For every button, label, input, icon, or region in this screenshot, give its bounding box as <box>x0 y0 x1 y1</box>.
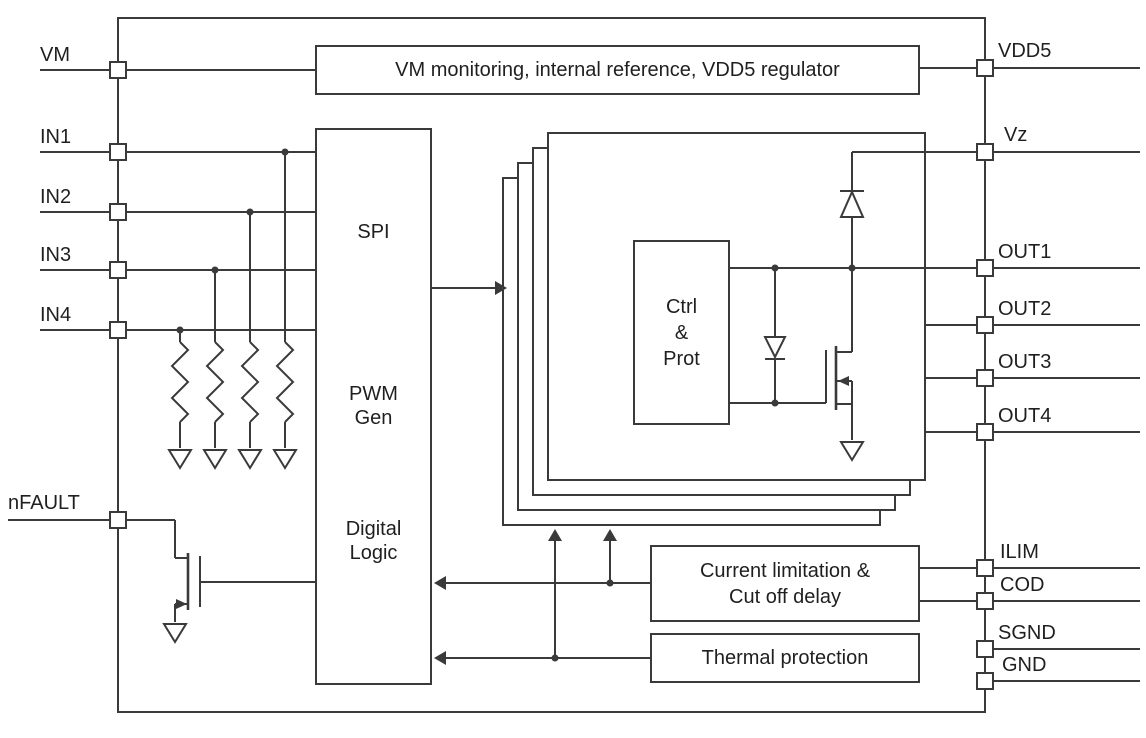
spi-to-bridge-arrow <box>432 281 507 295</box>
pin-label-in4: IN4 <box>40 304 72 326</box>
resistor-icon <box>240 341 260 423</box>
thermal-feedback <box>434 529 650 665</box>
pin-label-in1: IN1 <box>40 126 72 148</box>
block-spi-pwm-logic: SPI PWM Gen Digital Logic <box>315 128 432 685</box>
pin-label-in2: IN2 <box>40 186 72 208</box>
pin-pad-in1 <box>109 143 127 161</box>
digital-label-line2: Logic <box>349 542 398 564</box>
pin-label-cod: COD <box>1000 574 1045 596</box>
current-limit-label-line2: Cut off delay <box>729 585 841 608</box>
pin-label-vm: VM <box>40 44 70 66</box>
pwm-label-line1: PWM <box>349 383 398 405</box>
pin-pad-gnd <box>976 672 994 690</box>
pin-pad-out1 <box>976 259 994 277</box>
pin-pad-vm <box>109 61 127 79</box>
pwm-label-line2: Gen <box>354 407 393 429</box>
ground-icon <box>272 449 298 470</box>
gate-zener-icon <box>763 268 787 403</box>
block-current-limitation: Current limitation & Cut off delay <box>650 545 920 622</box>
pin-pad-vz <box>976 143 994 161</box>
ctrl-label-line3: Prot <box>663 347 700 370</box>
ground-icon <box>202 449 228 470</box>
pin-pad-vdd5 <box>976 59 994 77</box>
pin-pad-in3 <box>109 261 127 279</box>
ctrl-label-line1: Ctrl <box>665 295 698 318</box>
pin-pad-in4 <box>109 321 127 339</box>
pin-label-out4: OUT4 <box>998 405 1052 427</box>
pin-pad-out4 <box>976 423 994 441</box>
resistor-icon <box>170 341 190 423</box>
pin-pad-nfault <box>109 511 127 529</box>
block-ctrl-prot: Ctrl & Prot <box>633 240 730 425</box>
pin-pads <box>109 59 994 690</box>
pin-pad-out3 <box>976 369 994 387</box>
pin-label-in3: IN3 <box>40 244 72 266</box>
digital-label-line1: Digital <box>345 518 402 540</box>
pin-pad-sgnd <box>976 640 994 658</box>
pin-label-ilim: ILIM <box>1000 541 1039 563</box>
ground-icon <box>162 623 188 644</box>
pin-label-sgnd: SGND <box>998 622 1056 644</box>
ic-boundary <box>117 17 986 713</box>
pulldown-resistors <box>167 152 298 470</box>
current-limit-feedback <box>434 529 650 590</box>
resistor-icon <box>205 341 225 423</box>
ground-icon <box>839 441 865 462</box>
vm-monitoring-label: VM monitoring, internal reference, VDD5 … <box>395 59 840 81</box>
ground-icon <box>167 449 193 470</box>
pin-label-vz: Vz <box>1004 124 1028 146</box>
block-thermal-protection: Thermal protection <box>650 633 920 683</box>
pin-pad-out2 <box>976 316 994 334</box>
pin-label-vdd5: VDD5 <box>998 40 1052 62</box>
block-vm-monitoring: VM monitoring, internal reference, VDD5 … <box>315 45 920 95</box>
junction-dots <box>176 148 856 662</box>
ctrl-label-line2: & <box>674 321 689 344</box>
pin-label-out1: OUT1 <box>998 241 1052 263</box>
pin-pad-in2 <box>109 203 127 221</box>
resistor-icon <box>275 341 295 423</box>
pin-label-nfault: nFAULT <box>8 492 80 514</box>
nfault-mosfet-icon <box>162 520 315 644</box>
current-limit-label-line1: Current limitation & <box>699 559 871 582</box>
vz-diode-icon <box>839 152 865 268</box>
ground-icon <box>237 449 263 470</box>
pin-label-gnd: GND <box>1002 654 1047 676</box>
pin-pad-ilim <box>976 559 994 577</box>
pin-pad-cod <box>976 592 994 610</box>
pin-label-out3: OUT3 <box>998 351 1052 373</box>
pin-label-out2: OUT2 <box>998 298 1052 320</box>
thermal-label: Thermal protection <box>701 647 869 669</box>
spi-label: SPI <box>357 221 390 243</box>
right-pin-wires <box>730 67 1140 682</box>
